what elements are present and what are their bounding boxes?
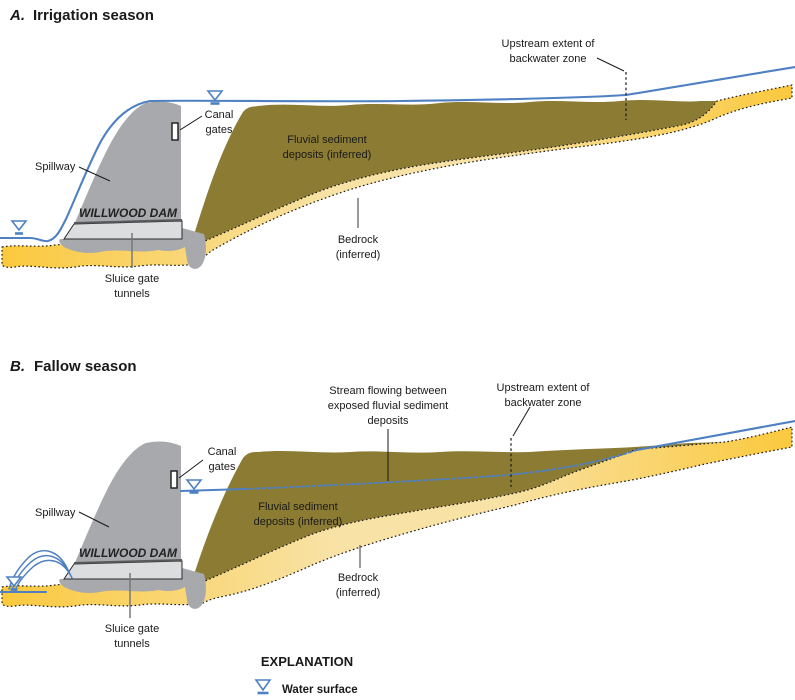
stream-line-upstream-b xyxy=(635,419,795,452)
upstream-label-b-1: Upstream extent of xyxy=(497,382,591,394)
sluice-label-b-2: tunnels xyxy=(114,638,150,650)
sediment-label-a-1: Fluvial sediment xyxy=(287,134,366,146)
water-surface-legend-icon xyxy=(254,679,272,695)
stream-label-b-3: deposits xyxy=(368,415,409,427)
water-surface-line-a xyxy=(0,65,795,243)
canal-gates-leader-b xyxy=(178,459,204,479)
canal-gate-icon-b xyxy=(170,470,178,489)
sediment-label-a-2: deposits (inferred) xyxy=(283,149,372,161)
upstream-leader-b xyxy=(512,406,531,437)
fluvial-sediment-deposit-b xyxy=(193,442,725,581)
stream-label-b-2: exposed fluvial sediment xyxy=(328,400,448,412)
panel-a-title: Irrigation season xyxy=(33,7,154,24)
panel-b-title: Fallow season xyxy=(34,358,137,375)
panel-b-letter: B. xyxy=(10,358,25,375)
bedrock-layer-b xyxy=(1,426,793,608)
dam-body-a xyxy=(74,101,181,232)
explanation-heading: EXPLANATION xyxy=(261,654,353,669)
canal-gates-leader-a xyxy=(179,115,203,131)
upstream-label-a-2: backwater zone xyxy=(509,53,586,65)
panel-a-letter: A. xyxy=(9,7,25,24)
stream-line-at-dam-b xyxy=(179,487,247,493)
bedrock-label-b-2: (inferred) xyxy=(336,587,381,599)
water-surface-icon-a-tailwater xyxy=(10,220,28,235)
spillway-label-b: Spillway xyxy=(35,507,76,519)
upstream-leader-a xyxy=(596,57,625,72)
sluice-band-topline-b xyxy=(73,559,183,564)
dam-name-label-b: WILLWOOD DAM xyxy=(79,546,178,560)
sediment-label-b-2: deposits (inferred) xyxy=(254,516,343,528)
bedrock-layer-a xyxy=(1,84,793,269)
sluice-band-topline-a xyxy=(73,219,183,224)
explanation-legend: EXPLANATION Water surface xyxy=(254,654,358,696)
panel-a: A. Irrigation season WILLWOOD DAM xyxy=(0,7,795,300)
canal-gate-icon-a xyxy=(171,122,179,141)
stream-line-inferred-b xyxy=(244,449,638,490)
upstream-label-a-1: Upstream extent of xyxy=(502,38,596,50)
fluvial-sediment-deposit-a xyxy=(193,100,717,241)
upstream-label-b-2: backwater zone xyxy=(504,397,581,409)
spillway-leader-b xyxy=(78,511,110,528)
dam-name-label-a: WILLWOOD DAM xyxy=(79,206,178,220)
spillway-label-a: Spillway xyxy=(35,161,76,173)
sluice-label-a-1: Sluice gate xyxy=(105,273,159,285)
panel-b: B. Fallow season WILLWOOD DAM xyxy=(0,358,795,650)
water-surface-icon-a-reservoir xyxy=(206,90,224,105)
water-surface-icon-b-reservoir xyxy=(185,479,203,494)
canal-gates-label-b-1: Canal xyxy=(208,446,237,458)
sluice-label-b-1: Sluice gate xyxy=(105,623,159,635)
bedrock-label-b-1: Bedrock xyxy=(338,572,379,584)
water-surface-legend-label: Water surface xyxy=(282,684,358,696)
bedrock-label-a-1: Bedrock xyxy=(338,234,379,246)
spillway-leader-a xyxy=(78,166,111,182)
bedrock-label-a-2: (inferred) xyxy=(336,249,381,261)
stream-label-b-1: Stream flowing between xyxy=(329,385,446,397)
canal-gates-label-a-2: gates xyxy=(206,124,233,136)
canal-gates-label-b-2: gates xyxy=(209,461,236,473)
sediment-label-b-1: Fluvial sediment xyxy=(258,501,337,513)
dam-base-b xyxy=(59,568,206,609)
sluice-label-a-2: tunnels xyxy=(114,288,150,300)
dam-body-b xyxy=(74,441,181,572)
water-surface-icon-b-tailwater xyxy=(5,576,23,591)
canal-gates-label-a-1: Canal xyxy=(205,109,234,121)
